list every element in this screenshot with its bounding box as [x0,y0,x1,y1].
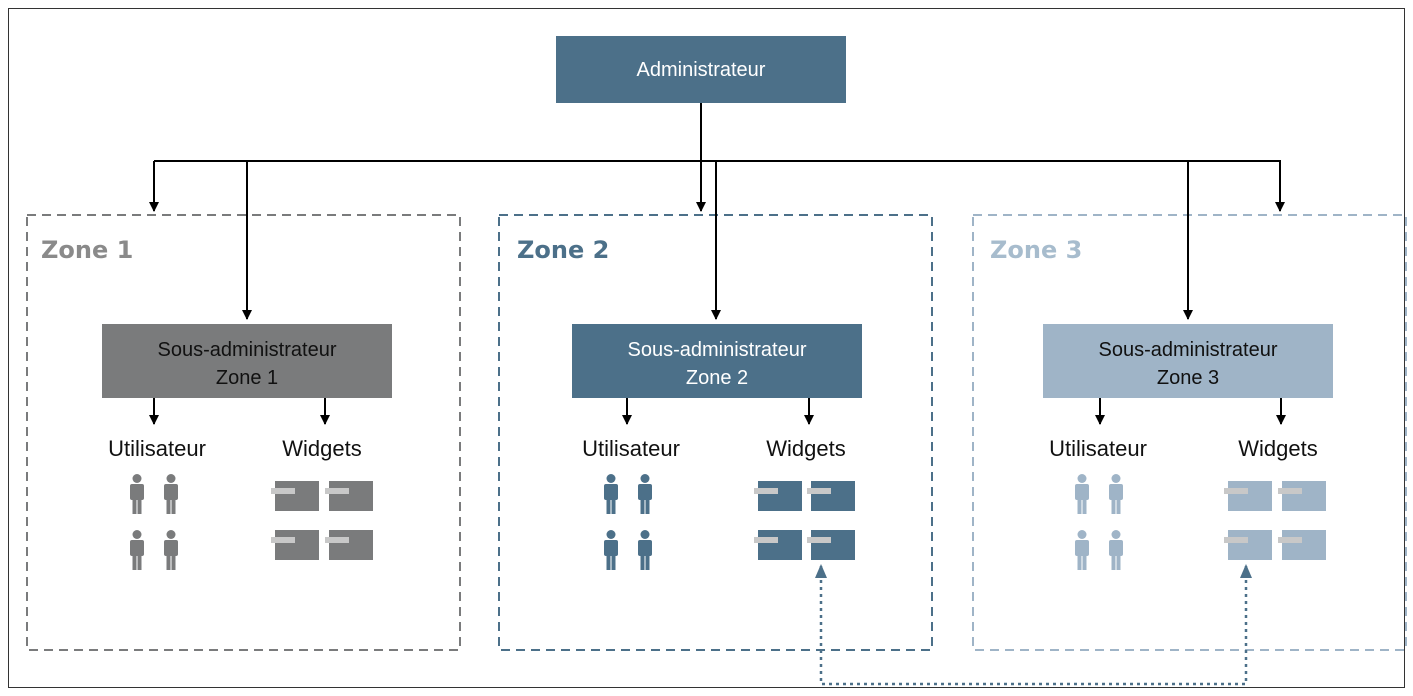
zone-2-widgets-icons [754,481,855,560]
sub-admin-zone-1-label-line1: Sous-administrateur [158,339,337,361]
widget-icon [1278,530,1326,560]
widget-icon [271,530,319,560]
zone-3-title: Zone 3 [990,236,1082,264]
zone-1-users-label: Utilisateur [108,436,206,461]
widget-icon [807,530,855,560]
sub-admin-zone-3-box [1043,324,1333,398]
widget-icon [1224,481,1272,511]
admin-connectors [149,103,1285,320]
zone-3-widgets-label: Widgets [1238,436,1317,461]
zone-3-users-label: Utilisateur [1049,436,1147,461]
user-icon [164,530,178,570]
zone-2-users-label: Utilisateur [582,436,680,461]
widget-icon [754,530,802,560]
widget-icon [1278,481,1326,511]
zone-3-boundary [972,214,1407,651]
user-icon [164,474,178,514]
sub-admin-zone-2-box [572,324,862,398]
zone-1-users-icons [130,474,178,570]
zone-1-title: Zone 1 [41,236,133,264]
sub-admin-zone-2-label-line1: Sous-administrateur [628,339,807,361]
sub-admin-zone-3-label-line2: Zone 3 [1157,367,1219,389]
sub-admin-zone-2-label-line2: Zone 2 [686,367,748,389]
widget-icon [325,481,373,511]
shared-link-arrow-zone-3 [1240,564,1252,578]
widget-icon [807,481,855,511]
zone-3-widgets-icons [1224,481,1326,560]
user-icon [1109,474,1123,514]
widget-icon [271,481,319,511]
zone-2-title: Zone 2 [517,236,609,264]
user-icon [1075,530,1089,570]
diagram-frame [8,8,1405,688]
widget-icon [325,530,373,560]
zone-1-boundary [26,214,461,651]
sub-admin-zone-1-label-line2: Zone 1 [216,367,278,389]
administrator-label: Administrateur [637,59,766,81]
user-icon [130,474,144,514]
user-icon [604,530,618,570]
zone-2-users-icons [604,474,652,570]
sub-admin-zone-3-label-line1: Sous-administrateur [1099,339,1278,361]
sub-admin-zone-1-box [102,324,392,398]
shared-widget-link [819,566,1248,686]
zone-3-users-icons [1075,474,1123,570]
zone-1-widgets-icons [271,481,373,560]
zone-1-widgets-label: Widgets [282,436,361,461]
shared-link-arrow-zone-2 [815,564,827,578]
user-icon [604,474,618,514]
administrator-box [556,36,846,103]
user-icon [638,530,652,570]
sub-admin-connectors [149,398,1286,425]
user-icon [130,530,144,570]
widget-icon [754,481,802,511]
zone-2-widgets-label: Widgets [766,436,845,461]
widget-icon [1224,530,1272,560]
user-icon [638,474,652,514]
user-icon [1109,530,1123,570]
user-icon [1075,474,1089,514]
